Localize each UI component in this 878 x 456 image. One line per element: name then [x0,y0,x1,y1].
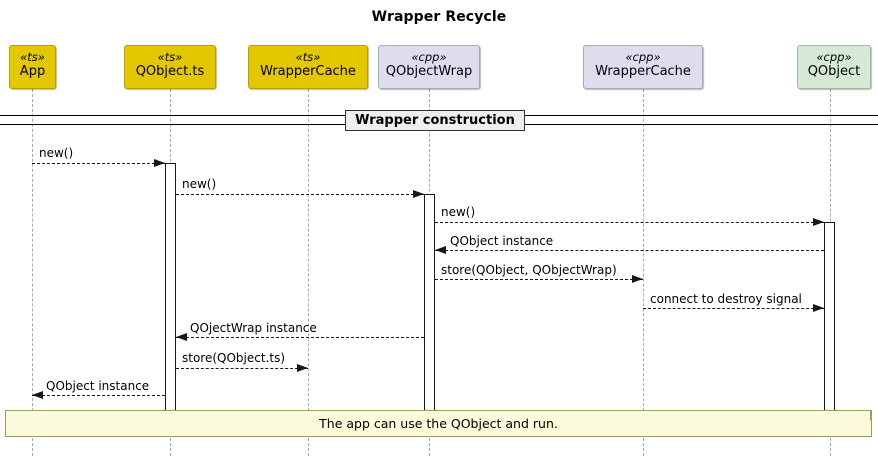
lifeline-wcache_ts [308,89,309,456]
act-qobjectts [165,163,176,411]
participant-name: WrapperCache [595,63,691,79]
message-label-m8: store(QObject.ts) [182,351,286,365]
participant-stereotype: «ts» [295,50,321,64]
message-line-m9 [32,395,165,396]
participant-qobjectts[interactable]: «ts»QObject.ts [124,45,216,89]
participant-stereotype: «cpp» [625,50,661,64]
message-line-m7 [176,337,424,338]
lifeline-wcache_cpp [643,89,644,456]
message-arrowhead-m8 [297,364,308,372]
participant-wcache_cpp[interactable]: «cpp»WrapperCache [583,45,703,89]
lifeline-app [32,89,33,456]
message-arrowhead-m2 [413,190,424,198]
act-qobject [824,222,835,411]
message-arrowhead-m4 [435,246,446,254]
participant-stereotype: «cpp» [411,50,447,64]
message-line-m3 [435,222,824,223]
message-label-m3: new() [441,205,476,219]
message-line-m2 [176,194,424,195]
participant-app[interactable]: «ts»App [9,45,56,89]
message-arrowhead-m9 [32,391,43,399]
message-line-m1 [32,163,165,164]
act-qobjwrap [424,194,435,411]
note-text: The app can use the QObject and run. [319,416,558,431]
participant-stereotype: «ts» [157,50,183,64]
message-line-m4 [435,250,824,251]
message-label-m5: store(QObject, QObjectWrap) [441,263,617,277]
page-title: Wrapper Recycle [371,9,507,25]
message-arrowhead-m3 [813,218,824,226]
message-arrowhead-m5 [632,275,643,283]
message-label-m6: connect to destroy signal [650,292,802,306]
participant-qobject[interactable]: «cpp»QObject [797,45,871,89]
participant-name: QObject.ts [135,63,205,79]
message-label-m9: QObject instance [46,379,150,393]
message-arrowhead-m1 [154,159,165,167]
message-arrowhead-m6 [813,304,824,312]
message-line-m8 [176,368,308,369]
participant-stereotype: «ts» [20,50,45,64]
message-label-m7: QOjectWrap instance [190,321,317,335]
message-line-m5 [435,279,643,280]
participant-name: App [19,63,46,79]
message-label-m4: QObject instance [450,234,554,248]
divider-wrapper-construction: Wrapper construction [345,110,525,131]
divider-label: Wrapper construction [355,113,515,128]
note-app-can-use: The app can use the QObject and run. [5,410,872,437]
participant-qobjwrap[interactable]: «cpp»QObjectWrap [378,45,480,89]
message-label-m1: new() [39,146,74,160]
message-label-m2: new() [182,177,217,191]
participant-name: WrapperCache [260,63,356,79]
note-fold-inner [861,411,870,420]
message-arrowhead-m7 [176,333,187,341]
message-line-m6 [643,308,824,309]
participant-name: QObject [807,63,861,79]
participant-stereotype: «cpp» [816,50,852,64]
participant-wcache_ts[interactable]: «ts»WrapperCache [248,45,368,89]
participant-name: QObjectWrap [385,63,473,79]
